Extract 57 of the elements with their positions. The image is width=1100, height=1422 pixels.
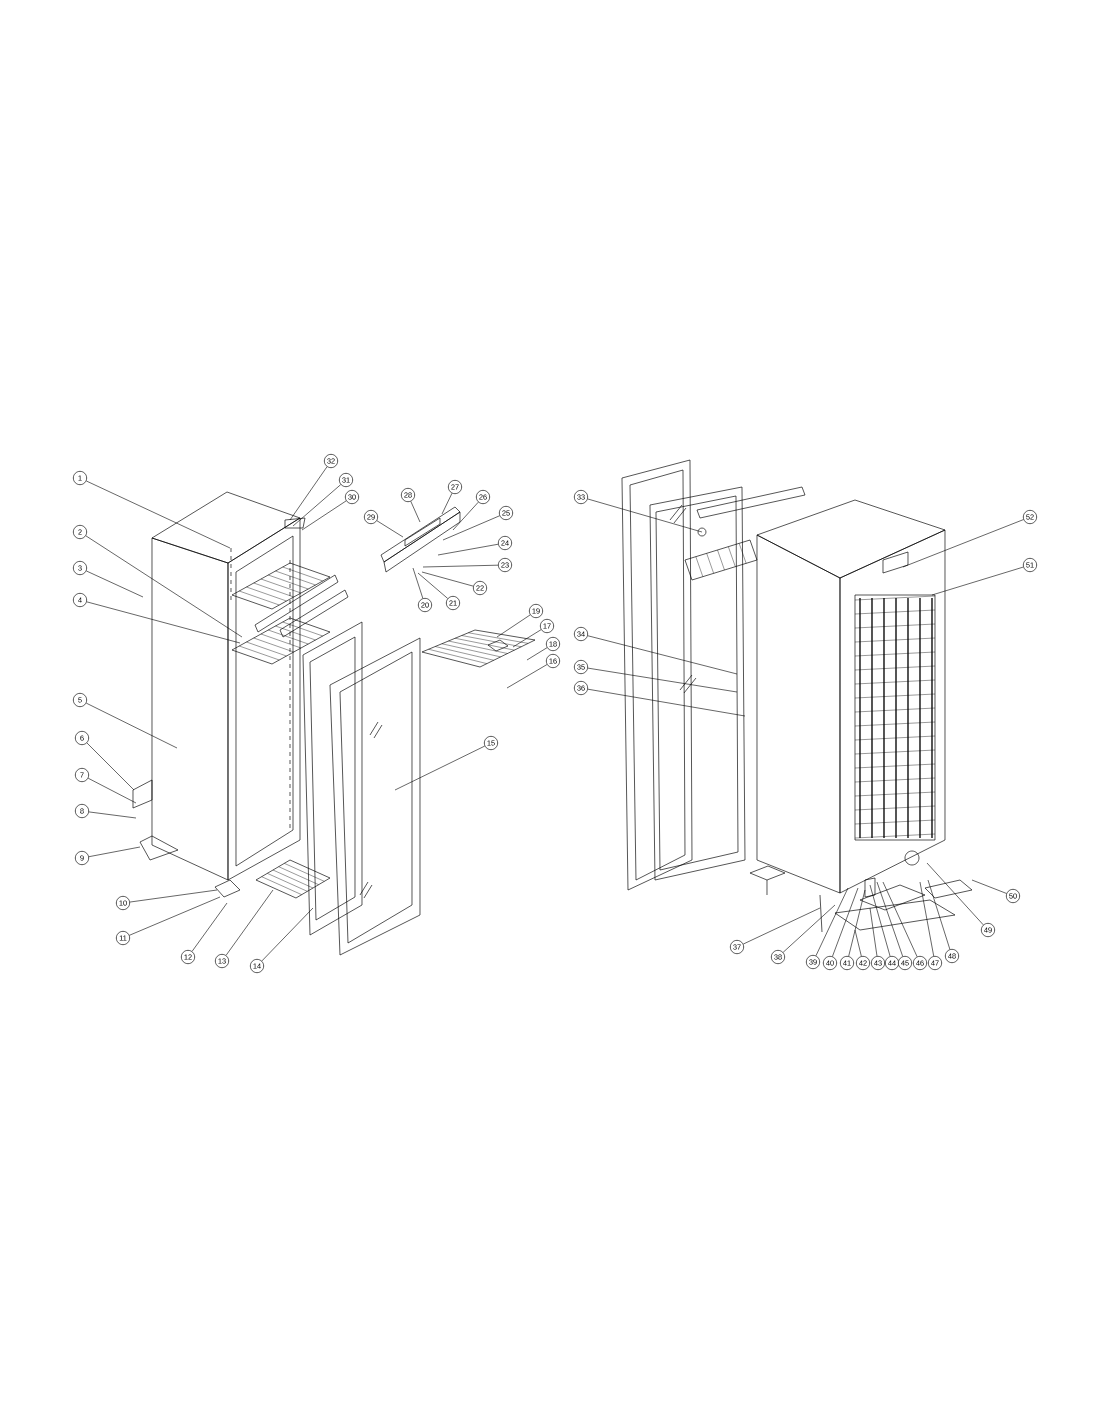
leader-line: [86, 480, 231, 549]
leader-line: [417, 572, 448, 599]
leader-line: [394, 745, 485, 791]
leader-line: [452, 501, 479, 531]
leader-line: [587, 498, 703, 533]
leader-line: [87, 777, 137, 804]
leader-line: [587, 688, 746, 717]
leader-line: [876, 881, 903, 957]
leader-line: [919, 881, 934, 957]
door-drawing: [329, 637, 421, 956]
leader-line: [782, 904, 836, 953]
leader-line: [86, 742, 135, 791]
leader-line: [412, 567, 424, 599]
leader-line: [882, 881, 918, 957]
leader-line: [587, 635, 738, 675]
leader-line: [854, 929, 862, 957]
leader-line: [927, 879, 951, 950]
leader-line: [88, 811, 137, 819]
refrigerator-drawing: [132, 491, 363, 936]
leader-line: [902, 519, 1024, 568]
leader-line: [88, 846, 141, 857]
leader-line: [437, 543, 499, 556]
leader-line: [869, 884, 891, 957]
leader-line: [86, 601, 241, 644]
leader-line: [289, 466, 328, 521]
leader-line: [86, 570, 144, 598]
leader-line: [512, 629, 542, 648]
leader-line: [815, 887, 849, 956]
leader-line: [832, 887, 859, 957]
leader-line: [971, 879, 1007, 894]
rail-drawing: [380, 506, 461, 573]
leader-line: [506, 664, 548, 689]
leader-line: [129, 889, 218, 903]
leader-line: [743, 907, 821, 945]
leader-line: [869, 907, 878, 957]
leader-line: [410, 501, 421, 523]
leader-line: [587, 667, 738, 693]
leader-line: [496, 614, 531, 638]
leader-line: [376, 520, 404, 538]
leader-line: [225, 889, 274, 956]
leader-line: [191, 902, 228, 952]
leader-line: [441, 493, 453, 515]
leader-line: [301, 500, 347, 531]
refrigerator-drawing: [621, 459, 973, 933]
leader-line: [526, 647, 548, 661]
shelf-drawing: [421, 629, 536, 668]
leader-line: [931, 566, 1024, 596]
leader-line: [292, 484, 341, 527]
leader-line: [85, 702, 178, 749]
leader-line: [129, 896, 221, 936]
leader-line: [848, 889, 866, 957]
leader-line: [421, 571, 474, 587]
leader-line: [442, 515, 500, 541]
leader-line: [422, 564, 499, 568]
leader-line: [261, 907, 314, 962]
leader-line: [85, 535, 243, 638]
leader-line: [926, 862, 984, 926]
